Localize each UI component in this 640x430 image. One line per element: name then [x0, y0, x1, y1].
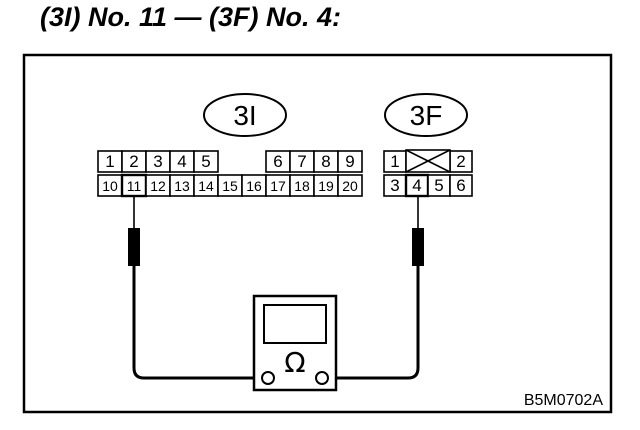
connector-3f-pin-3: 3	[383, 174, 407, 197]
connector-3i-pin-8: 8	[313, 150, 339, 173]
connector-3i-pin-15: 15	[217, 174, 243, 197]
connector-3i-pin-2: 2	[121, 150, 147, 173]
connector-3i-pin-9-label: 9	[345, 152, 354, 171]
connector-3i-pin-12-label: 12	[150, 178, 166, 194]
connector-3f-pin-4: 4	[404, 173, 430, 198]
connector-3f-pin-2-label: 2	[456, 152, 465, 171]
connector-3i-pin-3: 3	[145, 150, 171, 173]
connector-3i-pin-19: 19	[313, 174, 339, 197]
connector-3i-pin-6-label: 6	[273, 152, 282, 171]
connector-3i-pin-5: 5	[193, 150, 219, 173]
connector-3f-pin-6: 6	[449, 174, 473, 197]
connector-3i-pin-7-label: 7	[297, 152, 306, 171]
connector-3i-pin-10-label: 10	[102, 178, 118, 194]
ohmmeter-icon: Ω	[252, 294, 338, 392]
connector-3i-pin-7: 7	[289, 150, 315, 173]
connector-3i-pin-13-label: 13	[174, 178, 190, 194]
connector-3i-pin-1-label: 1	[105, 152, 114, 171]
connector-3f-label: 3F	[384, 93, 468, 137]
connector-3i-pin-13: 13	[169, 174, 195, 197]
connector-3f-pin-1: 1	[383, 150, 407, 173]
connector-3i-pin-18-label: 18	[294, 178, 310, 194]
connector-3i-pin-20: 20	[337, 174, 363, 197]
connector-3f-pin-5-label: 5	[434, 176, 443, 195]
connector-3i-pin-14: 14	[193, 174, 219, 197]
figure-code: B5M0702A	[524, 392, 603, 409]
connector-3i-pin-16-label: 16	[246, 178, 262, 194]
connector-3f-pin-2: 2	[449, 150, 473, 173]
connector-3i-pin-9: 9	[337, 150, 363, 173]
connector-3f-blank-cell	[405, 149, 451, 173]
connector-3f-pin-5: 5	[427, 174, 451, 197]
connector-3i-pin-20-label: 20	[342, 178, 358, 194]
connector-3i-label-text: 3I	[233, 100, 256, 131]
probe-lead-right	[331, 196, 424, 380]
connector-3i-pin-2-label: 2	[129, 152, 138, 171]
connector-3i-pin-6: 6	[265, 150, 291, 173]
page-title: (3I) No. 11 — (3F) No. 4:	[40, 2, 342, 32]
connector-3i-pin-17: 17	[265, 174, 291, 197]
connector-3i-pin-1: 1	[97, 150, 123, 173]
connector-3i-pin-14-label: 14	[198, 178, 214, 194]
connector-3i-pin-16: 16	[241, 174, 267, 197]
connector-3i-pin-10: 10	[97, 174, 123, 197]
connector-3i-pin-12: 12	[145, 174, 171, 197]
connector-3f-pin-6-label: 6	[456, 176, 465, 195]
connector-3i-pin-3-label: 3	[153, 152, 162, 171]
connector-3i-pin-17-label: 17	[270, 178, 286, 194]
meter-terminal-left	[261, 371, 275, 385]
connector-3f-pin-3-label: 3	[390, 176, 399, 195]
connector-3i-pin-4-label: 4	[177, 152, 186, 171]
connector-3i-label: 3I	[203, 93, 287, 137]
meter-terminal-right	[315, 371, 329, 385]
connector-3i-pin-19-label: 19	[318, 178, 334, 194]
connector-3i-pin-5-label: 5	[201, 152, 210, 171]
connector-3i-pin-15-label: 15	[222, 178, 238, 194]
connector-3i-pin-11: 11	[120, 173, 148, 198]
connector-3f-label-text: 3F	[410, 100, 443, 131]
connector-3i-pin-8-label: 8	[321, 152, 330, 171]
connector-3i-pin-11-label: 11	[127, 178, 142, 194]
diagram-frame	[22, 53, 613, 414]
connector-3f-pin-1-label: 1	[390, 152, 399, 171]
probe-lead-left	[128, 196, 258, 380]
ohm-symbol: Ω	[284, 346, 305, 379]
connector-3i-pin-4: 4	[169, 150, 195, 173]
connector-3f-pin-4-label: 4	[412, 176, 421, 195]
connector-3i-pin-18: 18	[289, 174, 315, 197]
